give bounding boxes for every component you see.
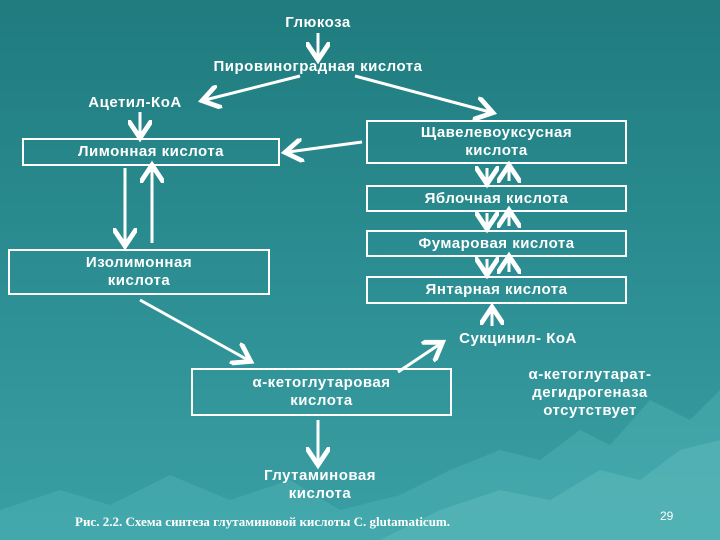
node-isocitric-line2: кислота bbox=[107, 272, 171, 289]
node-oxaloacetic-line2: кислота bbox=[465, 142, 528, 159]
node-succinyl-coa: Сукцинил- КоА bbox=[459, 330, 577, 347]
node-malic-label: Яблочная кислота bbox=[424, 189, 569, 207]
node-ketoglutaric: α-кетоглутаровая кислота bbox=[191, 368, 452, 416]
mountain-decoration bbox=[0, 390, 720, 540]
node-glutamic: Глутаминовая кислота bbox=[220, 467, 420, 503]
arrow-pyruvic-acetylcoa bbox=[205, 74, 301, 100]
node-pyruvic: Пировиноградная кислота bbox=[213, 58, 423, 75]
node-succinic-label: Янтарная кислота bbox=[425, 281, 568, 298]
node-fumaric: Фумаровая кислота bbox=[366, 230, 627, 257]
page-number: 29 bbox=[660, 509, 674, 523]
node-malic: Яблочная кислота bbox=[366, 185, 627, 212]
node-oxaloacetic: Щавелевоуксусная кислота bbox=[366, 120, 627, 164]
note-line3: отсутствует bbox=[543, 402, 637, 419]
note-line1: α-кетоглутарат- bbox=[528, 366, 652, 383]
node-dehydrogenase-note: α-кетоглутарат- дегидрогеназа отсутствуе… bbox=[492, 366, 688, 420]
arrow-ketoglutaric-succinylcoa bbox=[397, 344, 440, 374]
node-glucose: Глюкоза bbox=[285, 14, 351, 31]
arrow-pyruvic-oxaloacetic bbox=[354, 74, 490, 112]
node-glutamic-line2: кислота bbox=[288, 485, 352, 502]
node-citric: Лимонная кислота bbox=[22, 138, 280, 166]
arrow-oxaloacetic-citric bbox=[288, 142, 363, 152]
node-oxaloacetic-line1: Щавелевоуксусная bbox=[420, 124, 573, 141]
node-isocitric: Изолимонная кислота bbox=[8, 249, 270, 295]
node-glutamic-line1: Глутаминовая bbox=[264, 467, 376, 484]
node-ketoglutaric-line2: кислота bbox=[290, 392, 353, 409]
figure-caption: Рис. 2.2. Схема синтеза глутаминовой кис… bbox=[75, 514, 451, 529]
node-acetyl-coa: Ацетил-КоА bbox=[88, 94, 182, 111]
arrow-isocitric-ketoglutaric bbox=[139, 298, 248, 360]
node-ketoglutaric-line1: α-кетоглутаровая bbox=[252, 374, 391, 391]
node-fumaric-label: Фумаровая кислота bbox=[418, 234, 575, 252]
node-succinic: Янтарная кислота bbox=[366, 276, 627, 304]
note-line2: дегидрогеназа bbox=[532, 384, 648, 401]
node-citric-label: Лимонная кислота bbox=[77, 143, 225, 160]
node-isocitric-line1: Изолимонная bbox=[85, 254, 193, 271]
